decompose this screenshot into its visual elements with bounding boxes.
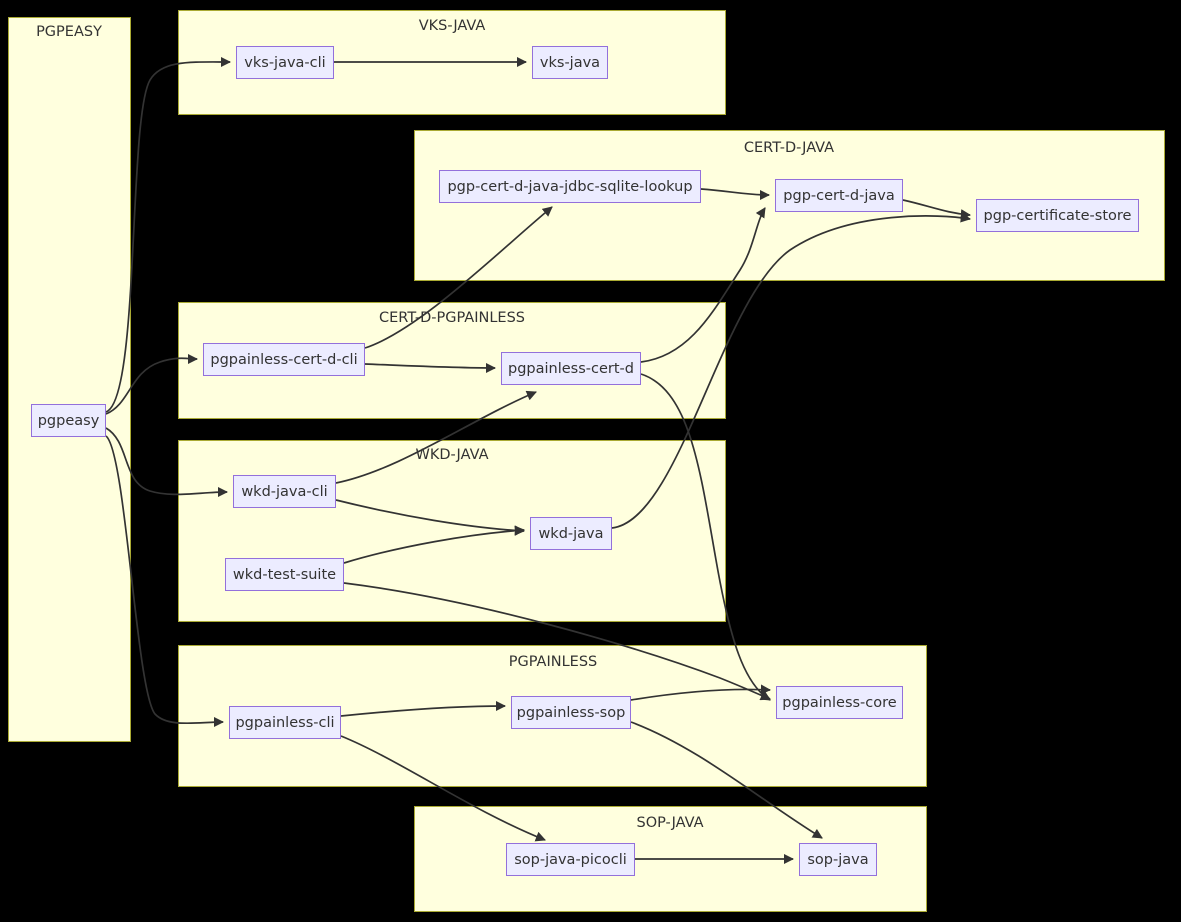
cluster-pgpeasy [8,17,131,742]
node-pgpainless-core[interactable]: pgpainless-core [776,686,903,719]
node-pgp-certificate-store[interactable]: pgp-certificate-store [976,199,1139,232]
node-wkd-java[interactable]: wkd-java [530,517,612,550]
edge-pgpainless-cert-d-cli-to-pgpainless-cert-d [364,362,497,374]
edge-pgp-cert-d-java-jdbc-sqlite-lookup-to-pgp-cert-d-java [700,188,771,201]
node-pgpainless-cert-d-cli[interactable]: pgpainless-cert-d-cli [203,343,365,376]
edge-pgpeasy-to-pgpainless-cert-d-cli [105,353,199,415]
cluster-wkd-java [178,440,726,622]
cluster-label-cert-d-java: CERT-D-JAVA [743,140,835,156]
node-wkd-test-suite[interactable]: wkd-test-suite [225,558,344,591]
edge-pgpainless-cert-d-to-pgp-cert-d-java [640,207,766,363]
node-pgpainless-cli[interactable]: pgpainless-cli [229,706,341,739]
edge-pgpeasy-to-vks-java-cli [105,56,232,413]
edge-pgpeasy-to-pgpainless-cli [105,435,225,728]
node-sop-java-picocli[interactable]: sop-java-picocli [506,843,635,876]
cluster-label-wkd-java: WKD-JAVA [415,447,489,463]
edge-pgpainless-cert-d-cli-to-pgp-cert-d-java-jdbc-sqlite-lookup [364,206,553,349]
node-pgpeasy[interactable]: pgpeasy [31,404,106,437]
cluster-label-sop-java: SOP-JAVA [636,815,704,831]
edge-wkd-java-cli-to-wkd-java [335,499,526,536]
node-vks-java-cli[interactable]: vks-java-cli [236,46,334,79]
node-pgp-cert-d-java[interactable]: pgp-cert-d-java [775,179,903,212]
edge-wkd-java-to-pgp-certificate-store [611,212,972,529]
edge-wkd-test-suite-to-wkd-java [343,525,526,564]
node-vks-java[interactable]: vks-java [532,46,608,79]
cluster-label-vks-java: VKS-JAVA [418,18,486,34]
cluster-label-cert-d-pgpainless: CERT-D-PGPAINLESS [379,310,525,326]
node-pgp-cert-d-java-jdbc-sqlite-lookup[interactable]: pgp-cert-d-java-jdbc-sqlite-lookup [439,170,701,203]
node-pgpainless-sop[interactable]: pgpainless-sop [511,696,631,729]
edge-wkd-java-cli-to-pgpainless-cert-d [335,390,537,484]
node-sop-java[interactable]: sop-java [799,843,877,876]
node-wkd-java-cli[interactable]: wkd-java-cli [233,475,336,508]
edge-pgpainless-cli-to-pgpainless-sop [340,700,507,717]
cluster-label-pgpeasy: PGPEASY [36,24,102,40]
edge-pgpeasy-to-wkd-java-cli [105,427,229,498]
edge-pgpainless-cli-to-sop-java-picocli [340,735,546,842]
edge-pgpainless-cert-d-to-pgpainless-core [640,373,771,701]
node-pgpainless-cert-d[interactable]: pgpainless-cert-d [501,352,641,385]
edge-pgpainless-sop-to-pgpainless-core [630,684,772,701]
cluster-label-pgpainless: PGPAINLESS [508,654,598,670]
edge-pgpainless-sop-to-sop-java [630,721,823,839]
